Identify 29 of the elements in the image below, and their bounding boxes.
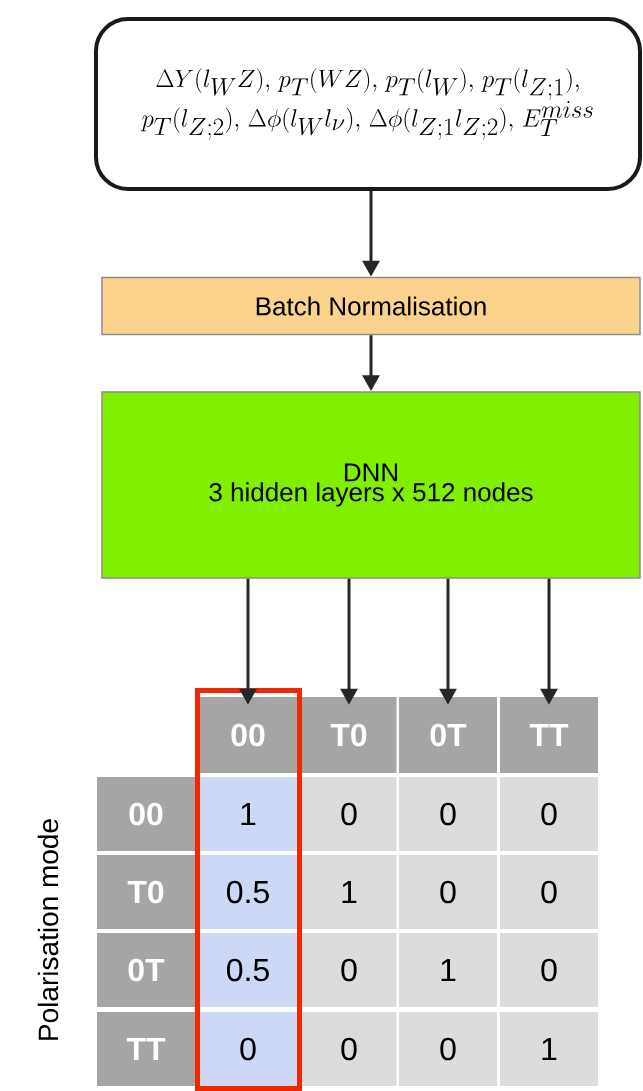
table-cell: 0	[301, 1012, 397, 1086]
column-header: T0	[301, 697, 397, 773]
table-cell: 0	[500, 933, 598, 1007]
table-cell: 0	[399, 777, 497, 851]
table-cell: 0	[500, 777, 598, 851]
table-cell: 0	[399, 855, 497, 929]
table-cell: 1	[500, 1012, 598, 1086]
table-cell: 0	[198, 1012, 298, 1086]
node-label: T0	[330, 723, 367, 747]
row-header: T0	[97, 855, 195, 929]
row-header: 00	[97, 777, 195, 851]
table-cell: 1	[301, 855, 397, 929]
table-cell: 1	[198, 777, 298, 851]
axis-title: Polarisation mode	[37, 819, 59, 1040]
table-cell: 0	[301, 777, 397, 851]
table-cell: 0.5	[198, 855, 298, 929]
column-header: 00	[198, 697, 298, 773]
table-cell: 0	[399, 1012, 497, 1086]
row-header: 0T	[97, 933, 195, 1007]
column-header: 0T	[399, 697, 497, 773]
table-cell: 0	[301, 933, 397, 1007]
row-header: TT	[97, 1012, 195, 1086]
input-variables-box: $\Delta Y(l_W Z),\allowbreak\ p_T(WZ),\allowbreak\ p_T(l_W),\allowbreak\ p_T(l_{Z;1}),\allowbreak\ p_T(l_{Z;2}),\allowbreak\ \Delta\phi(l_W l_\nu),\allowbreak\ \Delta\phi(l_{Z;1} l_{Z;2}),\allowbreak\ E_T^{miss}$	[94, 17, 642, 191]
table-cell: 0	[500, 855, 598, 929]
table-cell: 0.5	[198, 933, 298, 1007]
network-box: DNN 3 hidden layers x 512 nodes	[101, 391, 641, 579]
process-box: Batch Normalisation	[101, 276, 641, 336]
column-header: TT	[500, 697, 598, 773]
table-cell: 1	[399, 933, 497, 1007]
